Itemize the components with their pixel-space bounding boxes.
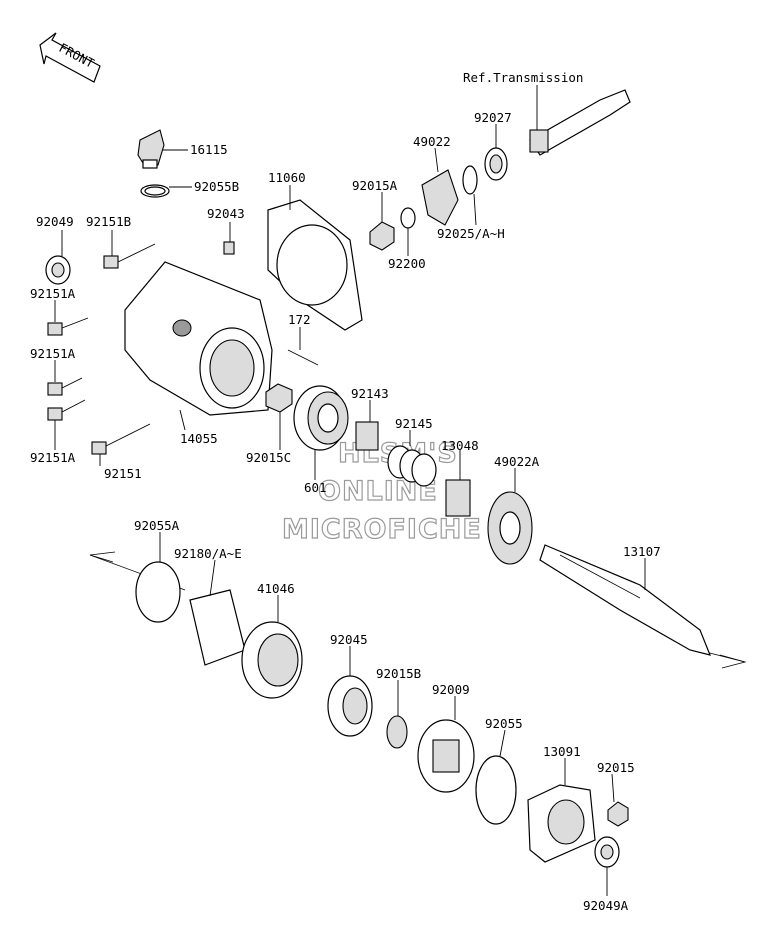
- label-14055: 14055: [180, 431, 218, 446]
- label-92015: 92015: [597, 760, 635, 775]
- label-13107: 13107: [623, 544, 661, 559]
- label-49022A: 49022A: [494, 454, 540, 469]
- label-92009: 92009: [432, 682, 470, 697]
- label-92043: 92043: [207, 206, 245, 221]
- part-92015A-nut[interactable]: [369, 221, 395, 251]
- front-arrow-icon: [39, 32, 101, 83]
- part-16115-breather[interactable]: [137, 129, 165, 169]
- label-92025: 92025/A~H: [437, 226, 505, 241]
- part-92015C-nut[interactable]: [265, 383, 293, 413]
- part-13091-cover[interactable]: [527, 784, 596, 863]
- part-92151A-bolt-1[interactable]: [47, 317, 89, 336]
- label-92151: 92151: [104, 466, 142, 481]
- part-92151A-bolt-2[interactable]: [47, 377, 83, 396]
- label-92055: 92055: [485, 716, 523, 731]
- label-92151A-1: 92151A: [30, 286, 76, 301]
- part-92009-damper[interactable]: [417, 719, 475, 793]
- label-92200: 92200: [388, 256, 426, 271]
- label-601: 601: [304, 480, 327, 495]
- part-172-stud[interactable]: [287, 349, 319, 366]
- transmission-shaft: [529, 89, 631, 156]
- part-92151B-bolt[interactable]: [103, 243, 156, 269]
- part-14055-housing[interactable]: [124, 261, 273, 416]
- part-49022A-bevel-gear[interactable]: [487, 491, 533, 565]
- label-13048: 13048: [441, 438, 479, 453]
- label-92049: 92049: [36, 214, 74, 229]
- part-92055A-oring[interactable]: [135, 561, 181, 623]
- part-92151-bolt[interactable]: [91, 423, 151, 455]
- label-92151A-2: 92151A: [30, 346, 76, 361]
- part-92151A-bolt-3[interactable]: [47, 399, 86, 421]
- label-92055A: 92055A: [134, 518, 180, 533]
- part-92025-shim[interactable]: [462, 165, 478, 195]
- label-41046: 41046: [257, 581, 295, 596]
- label-172: 172: [288, 312, 311, 327]
- label-92015C: 92015C: [246, 450, 291, 465]
- part-92045-bearing[interactable]: [327, 675, 373, 737]
- label-92015A: 92015A: [352, 178, 398, 193]
- label-92145: 92145: [395, 416, 433, 431]
- label-ref-transmission: Ref.Transmission: [463, 70, 583, 85]
- label-11060: 11060: [268, 170, 306, 185]
- label-92045: 92045: [330, 632, 368, 647]
- label-13091: 13091: [543, 744, 581, 759]
- part-92200-washer[interactable]: [400, 207, 416, 229]
- part-92143-collar[interactable]: [355, 421, 379, 451]
- part-11060-gasket[interactable]: [267, 199, 363, 331]
- label-92055B: 92055B: [194, 179, 239, 194]
- part-13107-shaft[interactable]: [539, 544, 711, 656]
- part-92145-spring[interactable]: [387, 445, 437, 487]
- label-16115: 16115: [190, 142, 228, 157]
- part-41046-cover[interactable]: [241, 621, 303, 699]
- label-92151B: 92151B: [86, 214, 131, 229]
- part-601-bearing[interactable]: [293, 385, 349, 451]
- label-92049A: 92049A: [583, 898, 629, 913]
- part-13048-gear[interactable]: [445, 479, 471, 517]
- watermark-line-3: MICROFICHE: [282, 514, 482, 545]
- part-49022-bevel-gear[interactable]: [421, 169, 459, 226]
- part-92180-gasket[interactable]: [189, 589, 246, 666]
- label-49022: 49022: [413, 134, 451, 149]
- label-92143: 92143: [351, 386, 389, 401]
- part-92015B-nut[interactable]: [386, 715, 408, 749]
- label-92027: 92027: [474, 110, 512, 125]
- part-92015-nut[interactable]: [607, 801, 629, 827]
- part-92027-bearing[interactable]: [484, 147, 508, 181]
- part-92055-oring[interactable]: [475, 755, 517, 825]
- label-92180: 92180/A~E: [174, 546, 242, 561]
- label-92015B: 92015B: [376, 666, 421, 681]
- part-92043-pin[interactable]: [223, 241, 235, 255]
- label-92151A-3: 92151A: [30, 450, 76, 465]
